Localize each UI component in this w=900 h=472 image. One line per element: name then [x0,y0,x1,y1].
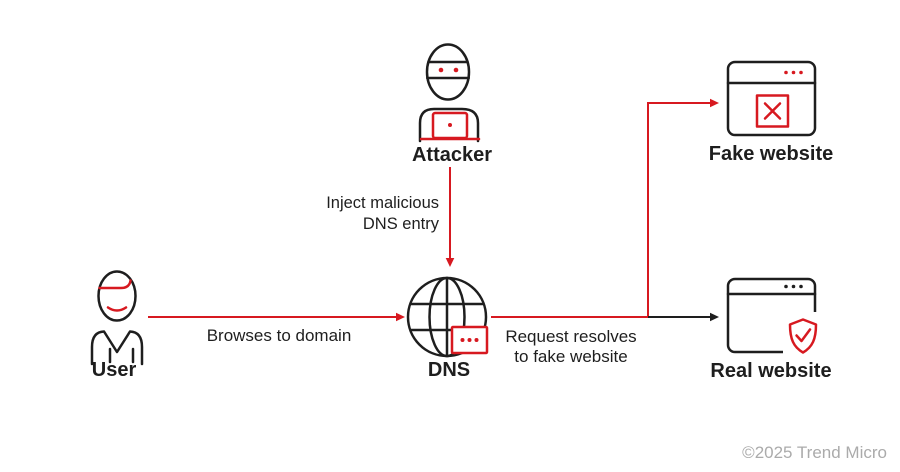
globe-dns-record-icon [406,276,489,358]
request-annotation: Request resolves to fake website [491,327,651,367]
shield-checkmark-icon [795,328,812,343]
flow-arrows [148,98,719,322]
edge-to-real-arrowhead [710,312,719,322]
browses-annotation: Browses to domain [206,326,352,345]
user-hair [98,279,132,290]
person-icon [90,270,144,366]
inject-annotation-line2: DNS entry [362,214,439,233]
real-website-label: Real website [710,360,832,382]
edge-to-fake-line [647,102,711,318]
request-annotation-line1: Request resolves [505,327,637,346]
edge-inject-arrowhead [445,258,455,267]
request-annotation-line2: to fake website [514,347,628,366]
user-label: User [91,359,137,381]
inject-annotation-line1: Inject malicious [326,194,439,212]
masked-attacker-laptop-icon [418,43,481,143]
browser-window-shield-check-icon [726,277,825,359]
fake-website-label: Fake website [708,143,834,165]
inject-annotation: Inject malicious DNS entry [319,193,439,234]
browser-window-error-x-icon [726,60,817,137]
edge-browses-arrowhead [396,312,405,322]
error-x-icon [763,102,782,120]
user-smile [106,306,128,312]
dns-label: DNS [427,359,471,381]
shield-icon [788,318,818,354]
attacker-eye-left [438,67,444,73]
attacker-label: Attacker [411,144,493,166]
edge-to-fake-arrowhead [710,98,719,108]
copyright-text: ©2025 Trend Micro [742,443,887,462]
attacker-eye-right [453,67,459,73]
